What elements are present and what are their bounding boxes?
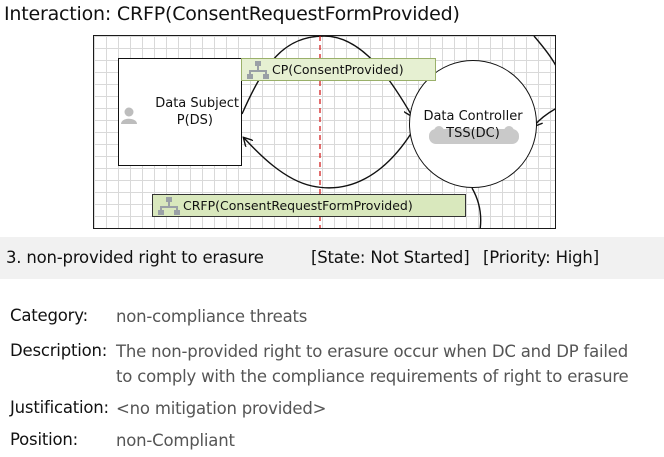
incoming-flow-line	[534, 108, 555, 126]
data-controller-id: TSS(DC)	[446, 126, 500, 141]
description-label: Description:	[10, 341, 108, 360]
data-subject-label: Data Subject P(DS)	[119, 95, 239, 129]
interaction-title: Interaction: CRFP(ConsentRequestFormProv…	[4, 3, 460, 25]
data-subject-id: P(DS)	[176, 113, 213, 128]
threat-title: 3. non-provided right to erasure	[6, 248, 264, 267]
justification-label: Justification:	[10, 398, 109, 417]
description-line-2: to comply with the compliance requiremen…	[116, 367, 629, 386]
threat-header[interactable]: 3. non-provided right to erasure [State:…	[0, 237, 664, 279]
threat-details-panel: 3. non-provided right to erasure [State:…	[0, 237, 664, 457]
crfp-flow-label[interactable]: CRFP(ConsentRequestFormProvided)	[152, 194, 466, 217]
description-line-1: The non-provided right to erasure occur …	[116, 342, 629, 361]
threat-priority: [Priority: High]	[483, 248, 599, 267]
data-controller-node[interactable]	[409, 60, 537, 188]
data-controller-name: Data Controller	[423, 109, 523, 124]
threat-model-diagram[interactable]: Data Subject P(DS) Data Controller TSS(D…	[93, 35, 556, 229]
position-label: Position:	[10, 430, 79, 449]
cp-flow-label[interactable]: CP(ConsentProvided)	[241, 58, 436, 81]
category-label: Category:	[10, 306, 88, 325]
position-value: non-Compliant	[116, 431, 235, 450]
description-value: The non-provided right to erasure occur …	[116, 339, 629, 389]
threat-state: [State: Not Started]	[311, 248, 470, 267]
network-icon	[247, 60, 269, 79]
justification-value: <no mitigation provided>	[116, 399, 327, 418]
outgoing-flow-line-top	[533, 36, 555, 66]
category-value: non-compliance threats	[116, 307, 308, 326]
data-subject-name: Data Subject	[155, 96, 239, 111]
network-icon	[158, 196, 180, 215]
crfp-flow-line	[244, 131, 413, 189]
data-subject-node[interactable]: Data Subject P(DS)	[118, 58, 242, 166]
crfp-flow-text: CRFP(ConsentRequestFormProvided)	[183, 198, 413, 213]
cloud-icon	[429, 126, 519, 144]
outgoing-flow-line-bottom	[471, 187, 482, 228]
data-controller-label: Data Controller TSS(DC)	[413, 108, 533, 142]
cp-flow-text: CP(ConsentProvided)	[272, 62, 404, 77]
person-icon	[121, 107, 137, 124]
